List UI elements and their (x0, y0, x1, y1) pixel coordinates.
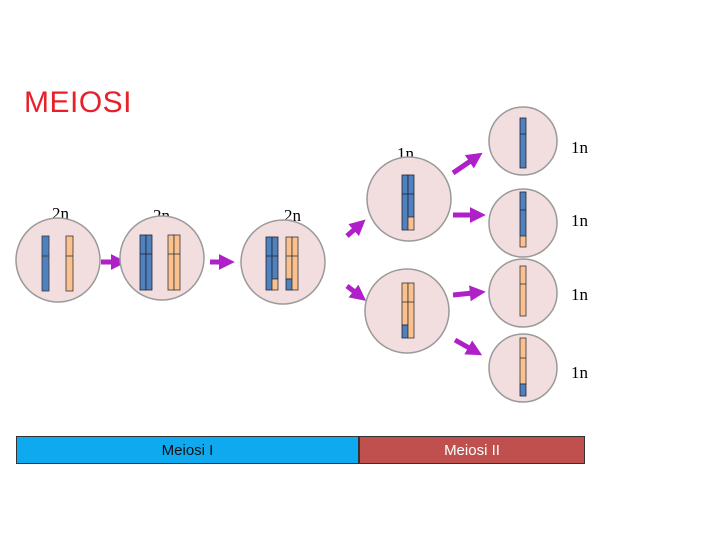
phase-label-meiosis-1: Meiosi I (161, 441, 214, 459)
chromatid-pair-maternal-recombined (265, 236, 279, 291)
phase-label-meiosis-2: Meiosi II (444, 441, 500, 459)
arrow-7 (452, 285, 486, 302)
phase-bar-meiosis-2: Meiosi II (359, 436, 585, 464)
cell-gamete-4 (488, 333, 558, 403)
chromosome-paternal (65, 235, 74, 292)
chromosome-maternal (41, 235, 50, 292)
phase-bar-meiosis-1: Meiosi I (16, 436, 359, 464)
chromatid-pair-paternal-recombined (285, 236, 299, 291)
cell-meiosis1-b (364, 268, 450, 354)
ploidy-label-gamete-4: 1n (571, 363, 588, 382)
cell-crossing-over (240, 219, 326, 305)
cell-gamete-1 (488, 106, 558, 176)
cell-meiosis1-a (366, 156, 452, 242)
cell-gamete-3 (488, 258, 558, 328)
arrow-4 (345, 284, 367, 301)
page-title: MEIOSI (24, 86, 133, 119)
ploidy-label-gamete-1: 1n (571, 138, 588, 157)
arrow-3 (345, 219, 366, 238)
chromatid-pair-maternal (139, 234, 153, 291)
cell-replicated (119, 215, 205, 301)
cell-parent (15, 217, 101, 303)
arrow-5 (451, 152, 483, 176)
arrow-8 (453, 337, 483, 356)
cell-gamete-2 (488, 188, 558, 258)
ploidy-label-gamete-2: 1n (571, 211, 588, 230)
ploidy-label-gamete-3: 1n (571, 285, 588, 304)
chromatid-pair-paternal (167, 234, 181, 291)
